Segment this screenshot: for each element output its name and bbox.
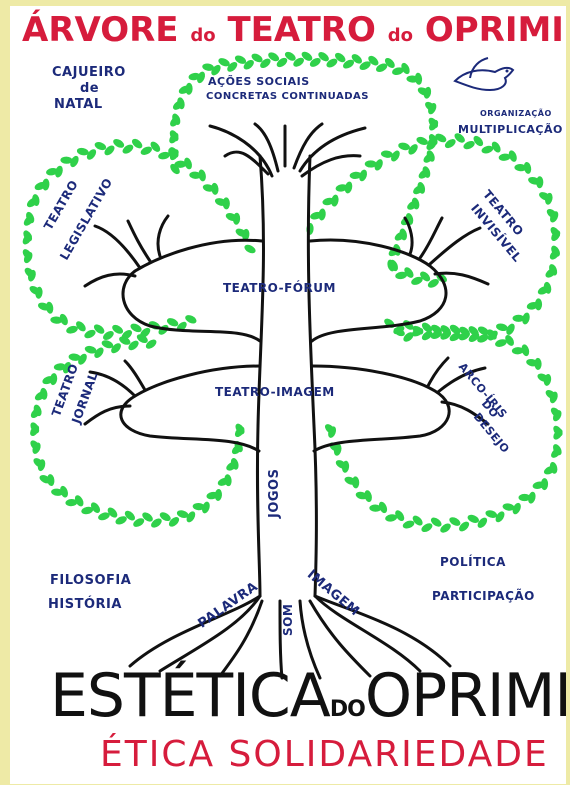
- title-oprimido: OPRIMIDO: [425, 10, 566, 50]
- leaf: [523, 161, 532, 174]
- leaf: [541, 478, 548, 490]
- footer-do: DO: [330, 697, 365, 722]
- title-do-1: do: [190, 25, 215, 46]
- leaf: [45, 301, 54, 314]
- leaf: [330, 194, 339, 207]
- leaf: [358, 169, 369, 183]
- label-historia: HISTÓRIA: [48, 598, 122, 612]
- label-concretas-continuadas: CONCRETAS CONTINUADAS: [206, 92, 369, 103]
- label-acoes-sociais: AÇÕES SOCIAIS: [208, 76, 310, 88]
- title-arvore: ÁRVORE: [22, 10, 179, 50]
- leaf: [415, 135, 429, 146]
- leaf: [49, 373, 58, 386]
- label-filosofia: FILOSOFIA: [50, 574, 131, 588]
- label-cajueiro: CAJUEIRO: [52, 66, 126, 80]
- leaf: [513, 315, 525, 322]
- label-natal: NATAL: [54, 98, 103, 112]
- tree-trunk-and-branches: [85, 124, 488, 678]
- label-jogos: JOGOS: [268, 469, 282, 518]
- leaf: [93, 140, 107, 151]
- title-do-2: do: [388, 25, 413, 46]
- footer-oprimido: OPRIMIDO: [365, 661, 566, 731]
- footer-etica-solidariedade: ÉTICA SOLIDARIEDADE: [100, 734, 549, 775]
- leaf: [243, 243, 257, 255]
- label-de: de: [80, 82, 99, 96]
- label-organizacao: ORGANIZAÇÃO: [480, 110, 552, 118]
- label-multiplicacao: MULTIPLICAÇÃO: [458, 124, 563, 136]
- label-participacao: PARTICIPAÇÃO: [432, 590, 535, 603]
- leaf: [185, 83, 193, 95]
- label-politica: POLÍTICA: [440, 556, 506, 569]
- leaf: [536, 176, 543, 188]
- leaf: [318, 208, 326, 221]
- title-teatro: TEATRO: [227, 10, 375, 50]
- footer-estetica-do-oprimido: ESTÉTICADOOPRIMIDO: [50, 661, 530, 731]
- poster-title: ÁRVORE do TEATRO do OPRIMIDO: [22, 10, 566, 50]
- dove-icon: [450, 56, 520, 96]
- label-som: SOM: [282, 604, 295, 636]
- poster: ÁRVORE do TEATRO do OPRIMIDO CAJUEIRO de…: [10, 6, 566, 784]
- leaf: [344, 181, 354, 194]
- leaf: [414, 72, 422, 85]
- leaf: [363, 490, 373, 503]
- footer-estetica: ESTÉTICA: [50, 661, 330, 731]
- leaf: [527, 491, 537, 504]
- label-teatro-imagem: TEATRO-IMAGEM: [215, 386, 335, 399]
- label-teatro-forum: TEATRO-FÓRUM: [223, 282, 336, 295]
